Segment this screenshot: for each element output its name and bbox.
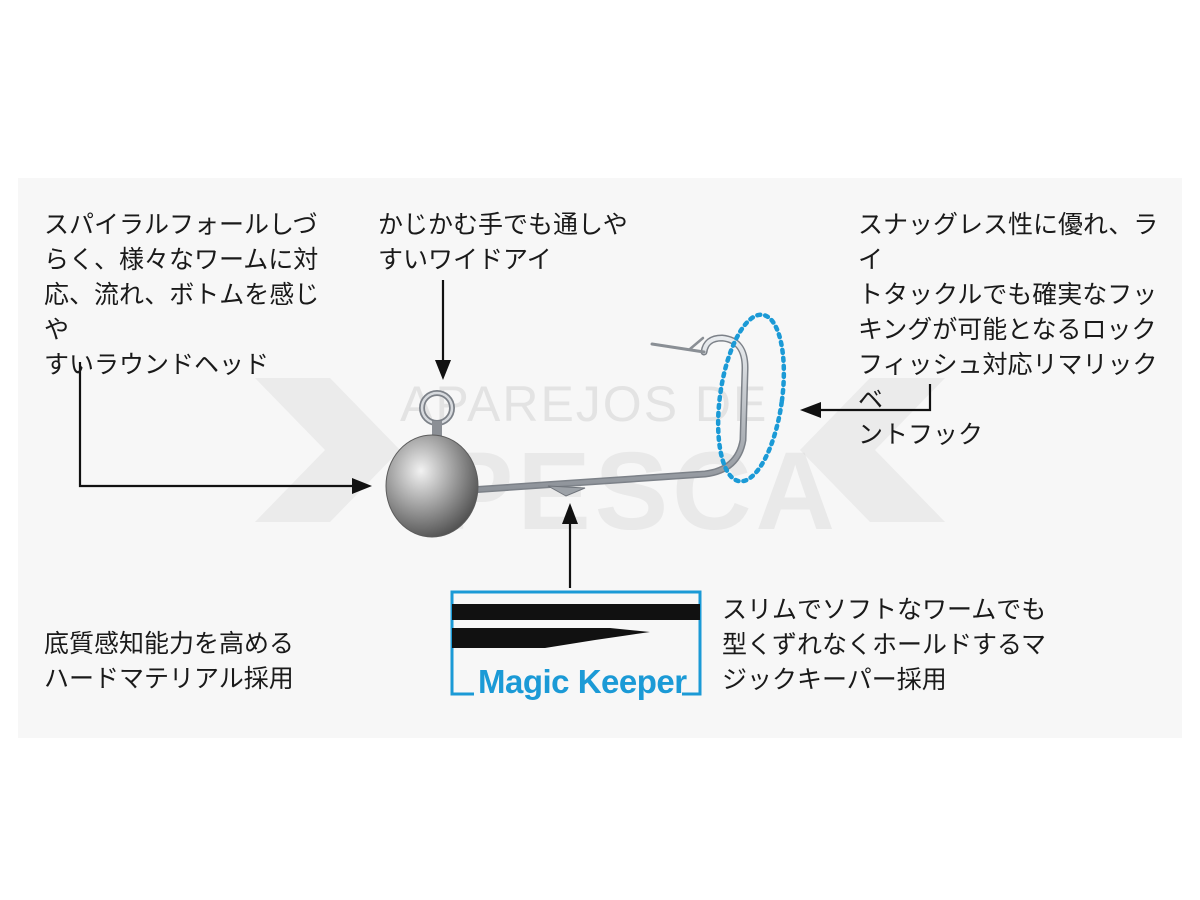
magic-keeper-label: Magic Keeper <box>478 663 687 700</box>
wide-eye-description: かじかむ手でも通しや すいワイドアイ <box>378 210 628 274</box>
hook-bend-description: スナッグレス性に優れ、ライ トタックルでも確実なフッ キングが可能となるロック … <box>858 210 1159 449</box>
watermark-chevrons <box>255 378 945 522</box>
magic-keeper-graphic <box>450 590 702 696</box>
magic-keeper-description: スリムでソフトなワームでも 型くずれなくホールドするマ ジックキーパー採用 <box>722 595 1047 694</box>
wide-eye-arrow <box>435 280 451 380</box>
round-head-arrow <box>78 362 372 494</box>
round-lead-head <box>386 435 478 537</box>
hook-bend-highlight <box>715 312 787 484</box>
round-head-description: スパイラルフォールしづ らく、様々なワームに対 応、流れ、ボトムを感じや すいラ… <box>44 210 320 379</box>
hook-bend-arrow <box>800 384 932 418</box>
diagram-panel <box>18 178 1182 738</box>
hard-material-description: 底質感知能力を高める ハードマテリアル採用 <box>44 629 295 693</box>
watermark-line1: APAREJOS DE <box>400 376 769 432</box>
hook-illustration <box>385 334 749 538</box>
magic-keeper-arrow <box>562 503 578 588</box>
